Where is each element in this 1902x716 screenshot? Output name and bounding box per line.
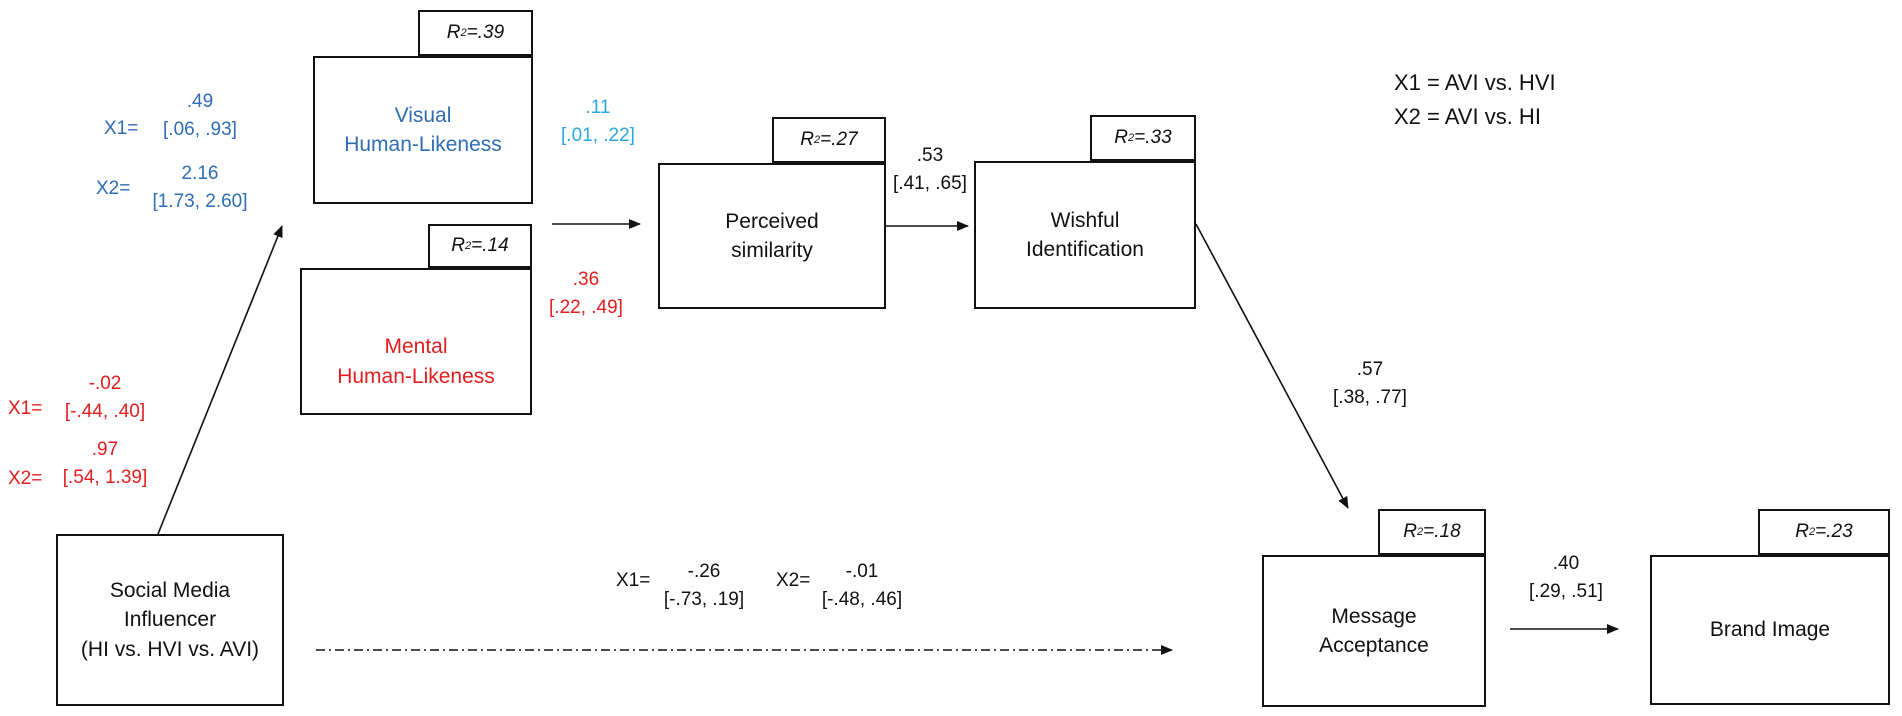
arrow-smi-to-visual	[157, 225, 283, 535]
node-message-acceptance: Message Acceptance	[1262, 555, 1486, 707]
coef-smi-to-visual-x2: 2.16 [1.73, 2.60]	[136, 160, 264, 215]
node-label: Perceived	[725, 209, 819, 233]
coef-ci: [.38, .77]	[1333, 386, 1407, 408]
coef-estimate: -.01	[845, 561, 879, 582]
coef-ci: [.01, .22]	[561, 124, 635, 146]
coef-x2-prefix: X2=	[776, 570, 811, 591]
coef-estimate: .53	[916, 145, 944, 166]
coef-ci: [1.73, 2.60]	[152, 190, 248, 212]
legend: X1 = AVI vs. HVI X2 = AVI vs. HI	[1394, 66, 1556, 134]
coef-wishful-to-acceptance: .57 [.38, .77]	[1320, 356, 1420, 411]
r2-value: .18	[1434, 521, 1461, 542]
r2-letter: R	[451, 235, 466, 256]
coef-x1-prefix: X1=	[104, 118, 139, 139]
node-label: (HI vs. HVI vs. AVI)	[80, 637, 260, 661]
coef-mental-to-similarity: .36 [.22, .49]	[536, 266, 636, 321]
coef-ci: [-.44, .40]	[64, 400, 146, 422]
coef-visual-to-similarity: .11 [.01, .22]	[548, 94, 648, 149]
r2-exponent: 2	[814, 134, 821, 146]
coef-estimate: -.26	[687, 561, 721, 582]
coef-x1-prefix: X1=	[8, 398, 43, 419]
node-label: Social Media	[109, 578, 231, 602]
r2-value: .33	[1145, 127, 1172, 148]
node-label: Wishful	[1050, 208, 1120, 232]
coef-acceptance-to-brand: .40 [.29, .51]	[1516, 550, 1616, 605]
node-visual-human-likeness: Visual Human-Likeness	[313, 56, 533, 204]
node-social-media-influencer: Social Media Influencer (HI vs. HVI vs. …	[56, 534, 284, 706]
node-label: Message	[1331, 604, 1417, 628]
coef-ci: [-.73, .19]	[663, 588, 745, 610]
node-label: Acceptance	[1319, 634, 1429, 657]
coef-similarity-to-wishful: .53 [.41, .65]	[880, 142, 980, 197]
node-label: Brand Image	[1709, 618, 1831, 642]
node-label: Visual	[394, 103, 452, 127]
node-wishful-identification: Wishful Identification	[974, 161, 1196, 309]
coef-ci: [.06, .93]	[163, 118, 237, 140]
node-brand-image: Brand Image	[1650, 555, 1890, 705]
legend-x1: X1 = AVI vs. HVI	[1394, 70, 1556, 95]
r2-exponent: 2	[460, 27, 467, 39]
r2-letter: R	[1114, 127, 1129, 148]
coef-estimate: .97	[91, 439, 119, 460]
coef-ci: [.22, .49]	[549, 296, 623, 318]
node-label: Influencer	[123, 608, 217, 632]
coef-ci: [.41, .65]	[893, 172, 967, 194]
coef-direct-x1: -.26 [-.73, .19]	[650, 558, 758, 613]
coef-direct-x2: -.01 [-.48, .46]	[806, 558, 918, 613]
coef-x2-prefix: X2=	[96, 178, 131, 199]
r2-letter: R	[446, 22, 461, 43]
coef-estimate: .11	[585, 97, 611, 118]
r2-value: .14	[482, 235, 509, 256]
r2-value: .27	[831, 129, 858, 150]
r2-exponent: 2	[465, 240, 472, 252]
coef-estimate: -.02	[88, 373, 122, 394]
coef-estimate: .57	[1356, 359, 1384, 380]
coef-ci: [.29, .51]	[1529, 580, 1603, 602]
coef-estimate: 2.16	[181, 163, 219, 184]
node-label: Identification	[1026, 238, 1144, 261]
coef-x1-prefix: X1=	[616, 570, 651, 591]
r2-exponent: 2	[1128, 132, 1135, 144]
coef-x2-prefix: X2=	[8, 468, 43, 489]
coef-ci: [-.48, .46]	[821, 588, 903, 610]
node-mental-human-likeness: Mental Human-Likeness	[300, 268, 532, 415]
r2-letter: R	[800, 129, 815, 150]
arrow-wishful-to-acceptance	[1195, 223, 1349, 509]
r2-letter: R	[1403, 521, 1418, 542]
coef-smi-to-mental-x1: -.02 [-.44, .40]	[50, 370, 160, 425]
node-label: similarity	[731, 239, 813, 262]
coef-smi-to-visual-x1: .49 [.06, .93]	[142, 88, 258, 143]
r2-value: .39	[477, 22, 505, 43]
coef-estimate: .36	[572, 269, 600, 290]
r2-exponent: 2	[1417, 526, 1424, 538]
legend-x2: X2 = AVI vs. HI	[1394, 104, 1541, 130]
coef-smi-to-mental-x2: .97 [.54, 1.39]	[50, 436, 160, 491]
node-label: Human-Likeness	[337, 364, 495, 388]
coef-estimate: .40	[1552, 553, 1580, 574]
node-label: Mental	[384, 335, 448, 359]
node-label: Human-Likeness	[344, 133, 502, 156]
coef-estimate: .49	[186, 91, 214, 112]
r2-letter: R	[1795, 521, 1810, 542]
r2-exponent: 2	[1809, 526, 1816, 538]
node-perceived-similarity: Perceived similarity	[658, 163, 886, 309]
r2-value: .23	[1826, 521, 1853, 542]
coef-ci: [.54, 1.39]	[62, 466, 148, 488]
